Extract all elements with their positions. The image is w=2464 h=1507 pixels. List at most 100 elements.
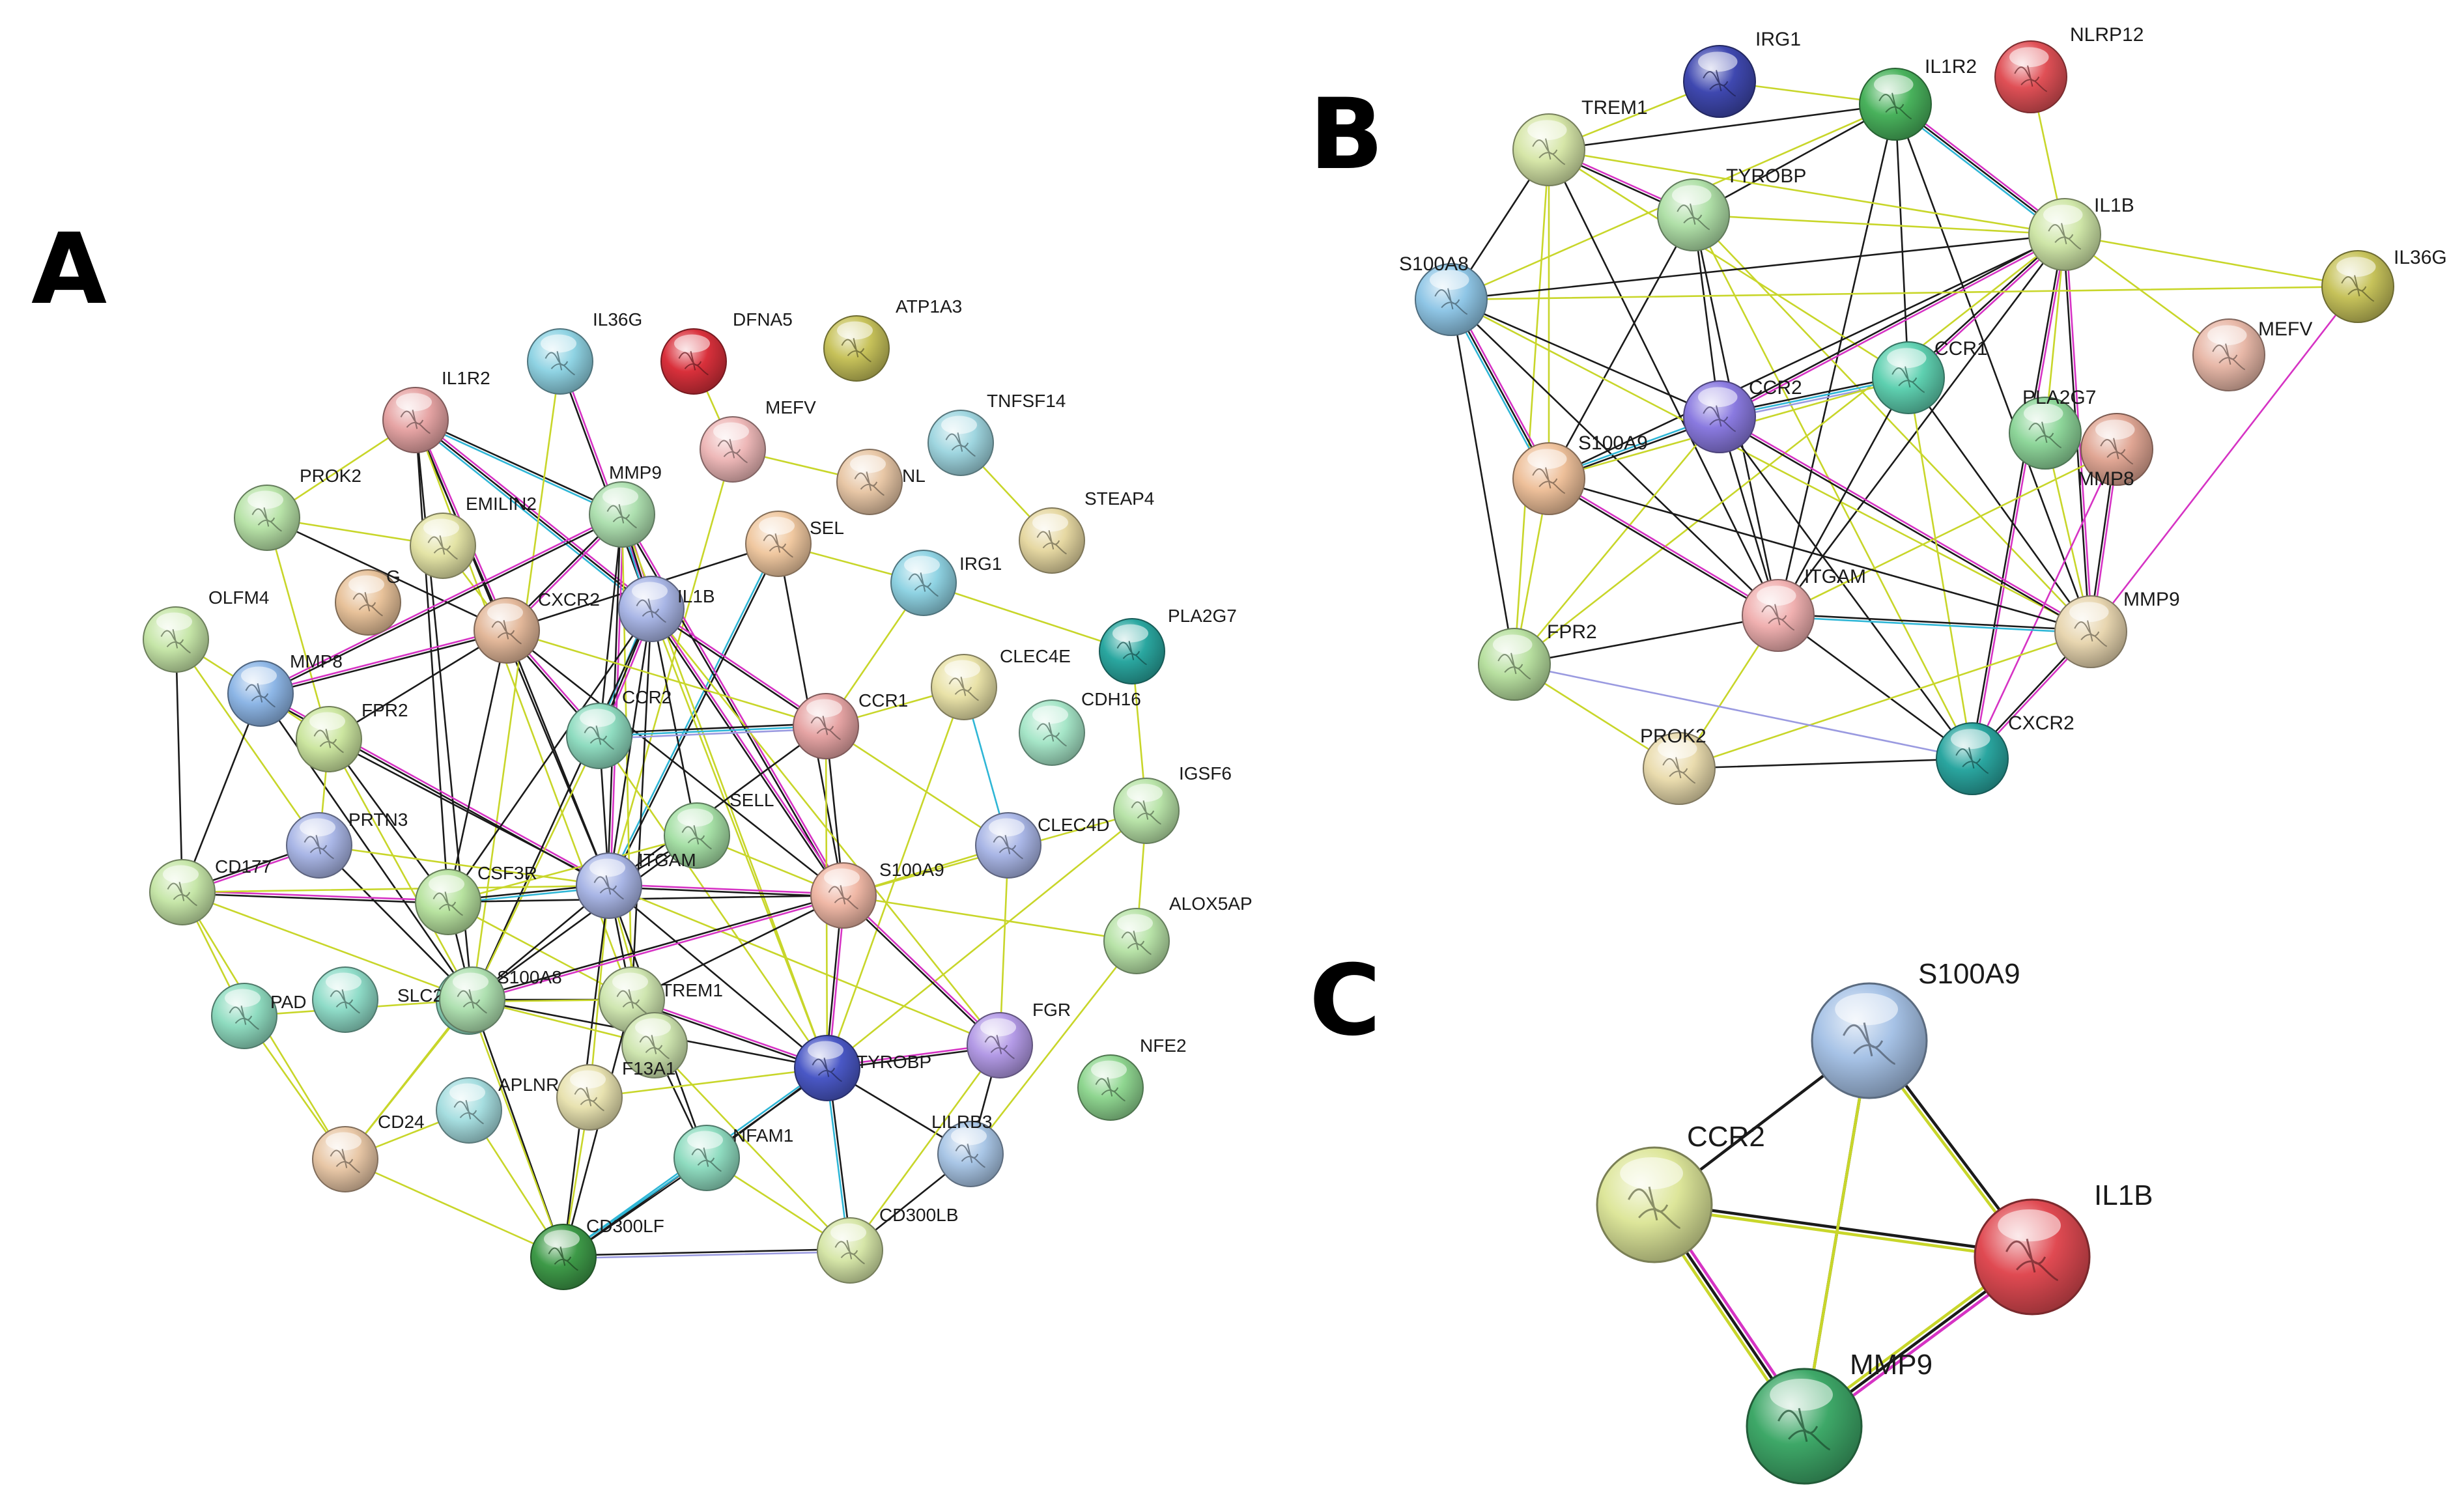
node-mmp9[interactable]: MMP9 bbox=[2054, 589, 2180, 668]
node-cxcr2[interactable]: CXCR2 bbox=[474, 589, 600, 664]
node-label-pad: PAD bbox=[270, 992, 307, 1012]
node-clec4e[interactable]: CLEC4E bbox=[931, 646, 1071, 720]
edge-il1b-ccr1-coexpression bbox=[649, 609, 827, 729]
node-olfm4[interactable]: OLFM4 bbox=[143, 587, 269, 673]
node-s100a8[interactable]: S100A8 bbox=[1399, 253, 1488, 336]
node-igsf6[interactable]: IGSF6 bbox=[1113, 763, 1232, 844]
node-lilrb3[interactable]: LILRB3 bbox=[931, 1112, 1004, 1187]
node-f13a1[interactable]: F13A1 bbox=[621, 1012, 688, 1078]
node-pad[interactable]: PAD bbox=[211, 983, 307, 1049]
edge-itgam-s100a9-experiments bbox=[608, 883, 845, 895]
node-highlight bbox=[944, 660, 980, 679]
node-mmp8[interactable]: MMP8 bbox=[227, 651, 343, 727]
node-label-nl: NL bbox=[902, 466, 926, 486]
node-cd300lb[interactable]: CD300LB bbox=[817, 1205, 958, 1284]
node-il36g[interactable]: IL36G bbox=[2321, 247, 2447, 323]
edge-s100a9-alox5ap-textmining bbox=[842, 894, 1138, 942]
node-clec4d[interactable]: CLEC4D bbox=[975, 812, 1109, 879]
node-ccr2[interactable]: CCR2 bbox=[1683, 377, 1802, 453]
node-il1b[interactable]: IL1B bbox=[618, 576, 715, 642]
edge-s100a9-itgam-experiments bbox=[1548, 476, 1780, 615]
node-mmp8[interactable]: MMP8 bbox=[2078, 413, 2153, 490]
edge-mmp9-prok2-textmining bbox=[1678, 630, 2092, 770]
node-alox5ap[interactable]: ALOX5AP bbox=[1103, 894, 1253, 974]
node-tyrobp[interactable]: TYROBP bbox=[794, 1035, 931, 1101]
node-csf3r[interactable]: CSF3R bbox=[415, 863, 537, 935]
node-cdh16[interactable]: CDH16 bbox=[1019, 689, 1141, 766]
node-il1r2[interactable]: IL1R2 bbox=[1859, 56, 1977, 141]
protein-structure-icon bbox=[1036, 530, 1067, 555]
node-il1b[interactable]: IL1B bbox=[2028, 195, 2134, 271]
node-nlrp12[interactable]: NLRP12 bbox=[1994, 24, 2144, 113]
node-emilin2[interactable]: EMILIN2 bbox=[410, 494, 537, 579]
node-steap4[interactable]: STEAP4 bbox=[1019, 488, 1154, 574]
node-tnfsf14[interactable]: TNFSF14 bbox=[928, 391, 1066, 476]
node-label-il1b: IL1B bbox=[677, 586, 715, 606]
node-fgr[interactable]: FGR bbox=[967, 1000, 1071, 1078]
node-pla2g7[interactable]: PLA2G7 bbox=[1099, 606, 1237, 684]
node-label-alox5ap: ALOX5AP bbox=[1169, 894, 1253, 914]
protein-structure-icon bbox=[636, 599, 666, 623]
node-highlight bbox=[2009, 47, 2049, 68]
node-sell[interactable]: SELL bbox=[664, 790, 774, 869]
node-sel[interactable]: SEL bbox=[745, 511, 844, 577]
node-tyrobp[interactable]: TYROBP bbox=[1657, 165, 1806, 251]
edge-fpr2-csf3r-coexpression bbox=[328, 738, 449, 903]
node-highlight bbox=[1757, 585, 1796, 606]
node-il36g[interactable]: IL36G bbox=[527, 309, 642, 395]
node-ccr2[interactable]: CCR2 bbox=[1596, 1121, 1765, 1263]
node-atp1a3[interactable]: ATP1A3 bbox=[823, 296, 962, 382]
node-g[interactable]: G bbox=[335, 567, 401, 636]
node-fpr2[interactable]: FPR2 bbox=[296, 700, 408, 772]
node-prtn3[interactable]: PRTN3 bbox=[286, 810, 408, 879]
node-label-aplnr: APLNR bbox=[498, 1075, 559, 1095]
node-irg1[interactable]: IRG1 bbox=[890, 550, 1002, 616]
node-mefv[interactable]: MEFV bbox=[700, 397, 816, 483]
node-ccr1[interactable]: CCR1 bbox=[1872, 338, 1988, 414]
node-cd177[interactable]: CD177 bbox=[149, 856, 272, 925]
node-fpr2[interactable]: FPR2 bbox=[1478, 621, 1597, 701]
node-trem1[interactable]: TREM1 bbox=[1512, 97, 1648, 186]
node-irg1[interactable]: IRG1 bbox=[1683, 29, 1801, 118]
edge-trem1-ccr1-textmining bbox=[1548, 148, 1910, 379]
node-cxcr2[interactable]: CXCR2 bbox=[1936, 712, 2075, 795]
node-highlight bbox=[487, 603, 523, 622]
protein-structure-icon bbox=[457, 989, 487, 1014]
node-dfna5[interactable]: DFNA5 bbox=[660, 309, 793, 395]
protein-structure-icon bbox=[229, 1006, 259, 1030]
node-ccr2[interactable]: CCR2 bbox=[566, 687, 672, 769]
node-s100a9[interactable]: S100A9 bbox=[1512, 432, 1648, 515]
node-il1b[interactable]: IL1B bbox=[1974, 1179, 2153, 1316]
node-prok2[interactable]: PROK2 bbox=[1640, 725, 1716, 805]
edge-prok2-fpr2-textmining bbox=[266, 516, 330, 740]
node-nfam1[interactable]: NFAM1 bbox=[673, 1125, 793, 1191]
edge-cxcr2-fpr2-coexpression bbox=[328, 629, 508, 740]
edge-il1r2-csf3r-coexpression bbox=[414, 419, 449, 903]
node-cd300lf[interactable]: CD300LF bbox=[530, 1216, 664, 1290]
node-prok2[interactable]: PROK2 bbox=[234, 466, 361, 551]
node-itgam[interactable]: ITGAM bbox=[576, 850, 696, 919]
node-ccr1[interactable]: CCR1 bbox=[793, 690, 908, 759]
node-mefv[interactable]: MEFV bbox=[2192, 318, 2312, 391]
node-highlight bbox=[241, 666, 277, 685]
node-itgam[interactable]: ITGAM bbox=[1742, 566, 1866, 652]
node-il1r2[interactable]: IL1R2 bbox=[382, 368, 490, 453]
node-s100a9[interactable]: S100A9 bbox=[810, 860, 944, 929]
node-highlight bbox=[300, 818, 335, 837]
node-highlight bbox=[612, 972, 648, 991]
node-cd24[interactable]: CD24 bbox=[312, 1112, 425, 1192]
node-pla2g7[interactable]: PLA2G7 bbox=[2009, 387, 2096, 470]
node-s100a9[interactable]: S100A9 bbox=[1811, 958, 2020, 1099]
edge-il1b-s100a8-coexpression bbox=[471, 608, 653, 1001]
node-cd24b[interactable] bbox=[436, 1077, 502, 1144]
node-s100a8[interactable]: S100A8 bbox=[439, 966, 562, 1033]
node-pad2[interactable] bbox=[312, 966, 378, 1033]
node-nl[interactable]: NL bbox=[836, 449, 926, 515]
node-mmp9[interactable]: MMP9 bbox=[1746, 1349, 1933, 1485]
edge-itgam-s100a9-coexpression bbox=[608, 886, 845, 898]
edge-prtn3-s100a8-coexpression bbox=[318, 844, 474, 1001]
node-nfe2[interactable]: NFE2 bbox=[1077, 1035, 1187, 1121]
node-aplnr[interactable]: APLNR bbox=[498, 1064, 623, 1131]
edge-il1b-cxcr2-coexpression bbox=[1970, 233, 2065, 759]
node-mmp9[interactable]: MMP9 bbox=[589, 462, 662, 548]
